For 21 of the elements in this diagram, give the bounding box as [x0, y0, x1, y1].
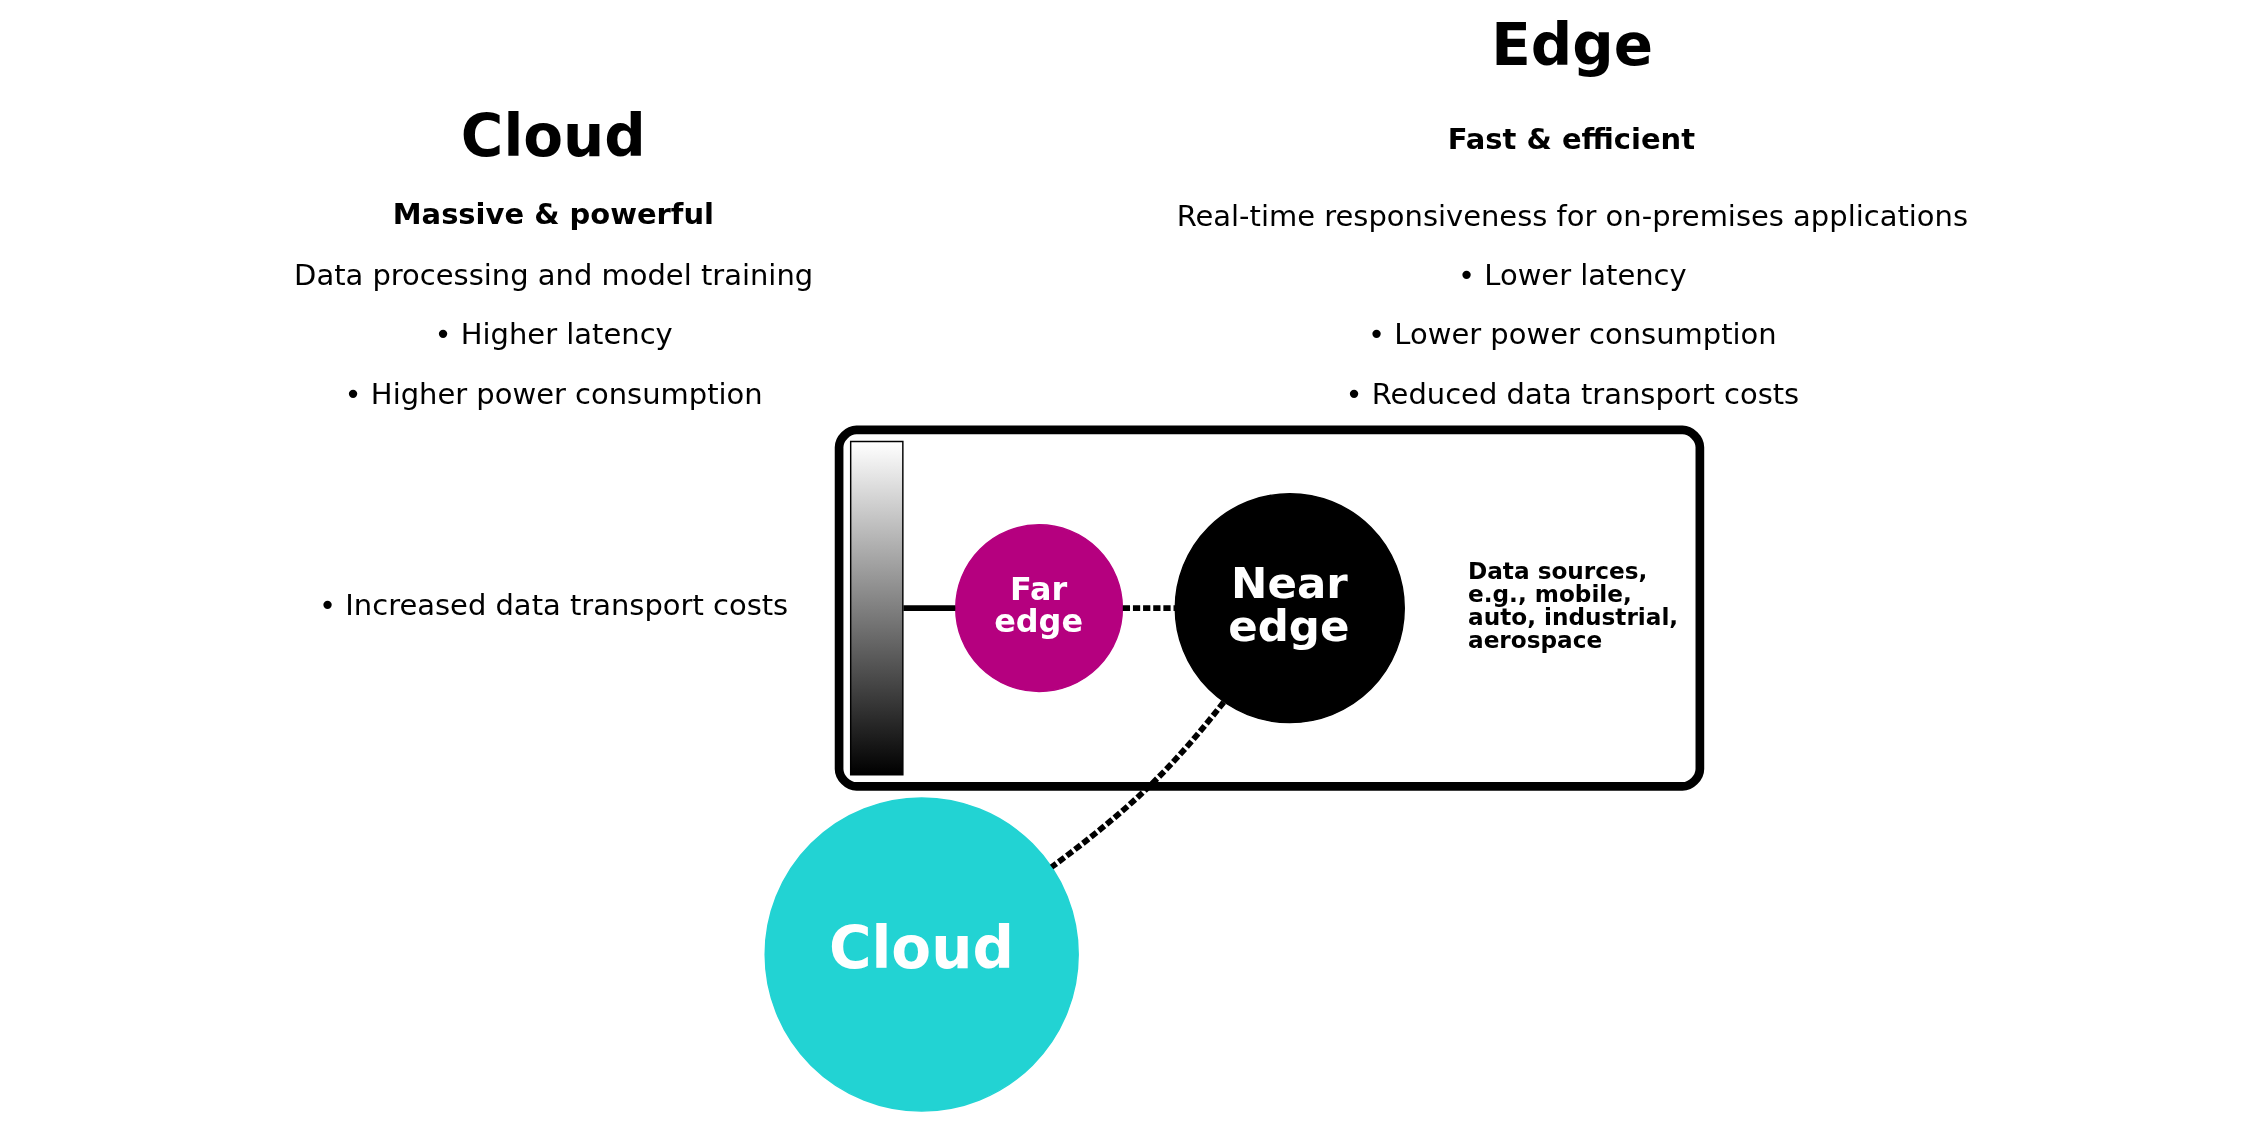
label: • Higher latency: [433, 317, 673, 352]
label: • Reduced data transport costs: [1344, 376, 1799, 411]
label: Fast & efficient: [1447, 121, 1695, 156]
label: Cloud: [460, 102, 646, 171]
node-text: Data sources, e.g., mobile, auto, industrial, aerospace: [1467, 556, 1678, 654]
connector: [1049, 700, 1226, 870]
node-circle: Cloud: [763, 797, 1079, 1112]
node-circle: Near edge: [1174, 492, 1405, 724]
connector: [1122, 605, 1175, 612]
label: Edge: [1490, 10, 1653, 79]
label: • Lower power consumption: [1367, 317, 1777, 352]
label: Real-time responsiveness for on-premises applications: [1176, 198, 1968, 233]
label: • Lower latency: [1457, 257, 1687, 292]
label: • Increased data transport costs: [318, 588, 788, 623]
label: Massive & powerful: [392, 197, 714, 232]
label: • Higher power consumption: [344, 376, 763, 411]
label: Data processing and model training: [293, 257, 813, 292]
node-bar: [849, 440, 904, 776]
node-circle: Far edge: [954, 524, 1123, 693]
cluster: [834, 425, 1704, 791]
connector: [902, 605, 955, 612]
